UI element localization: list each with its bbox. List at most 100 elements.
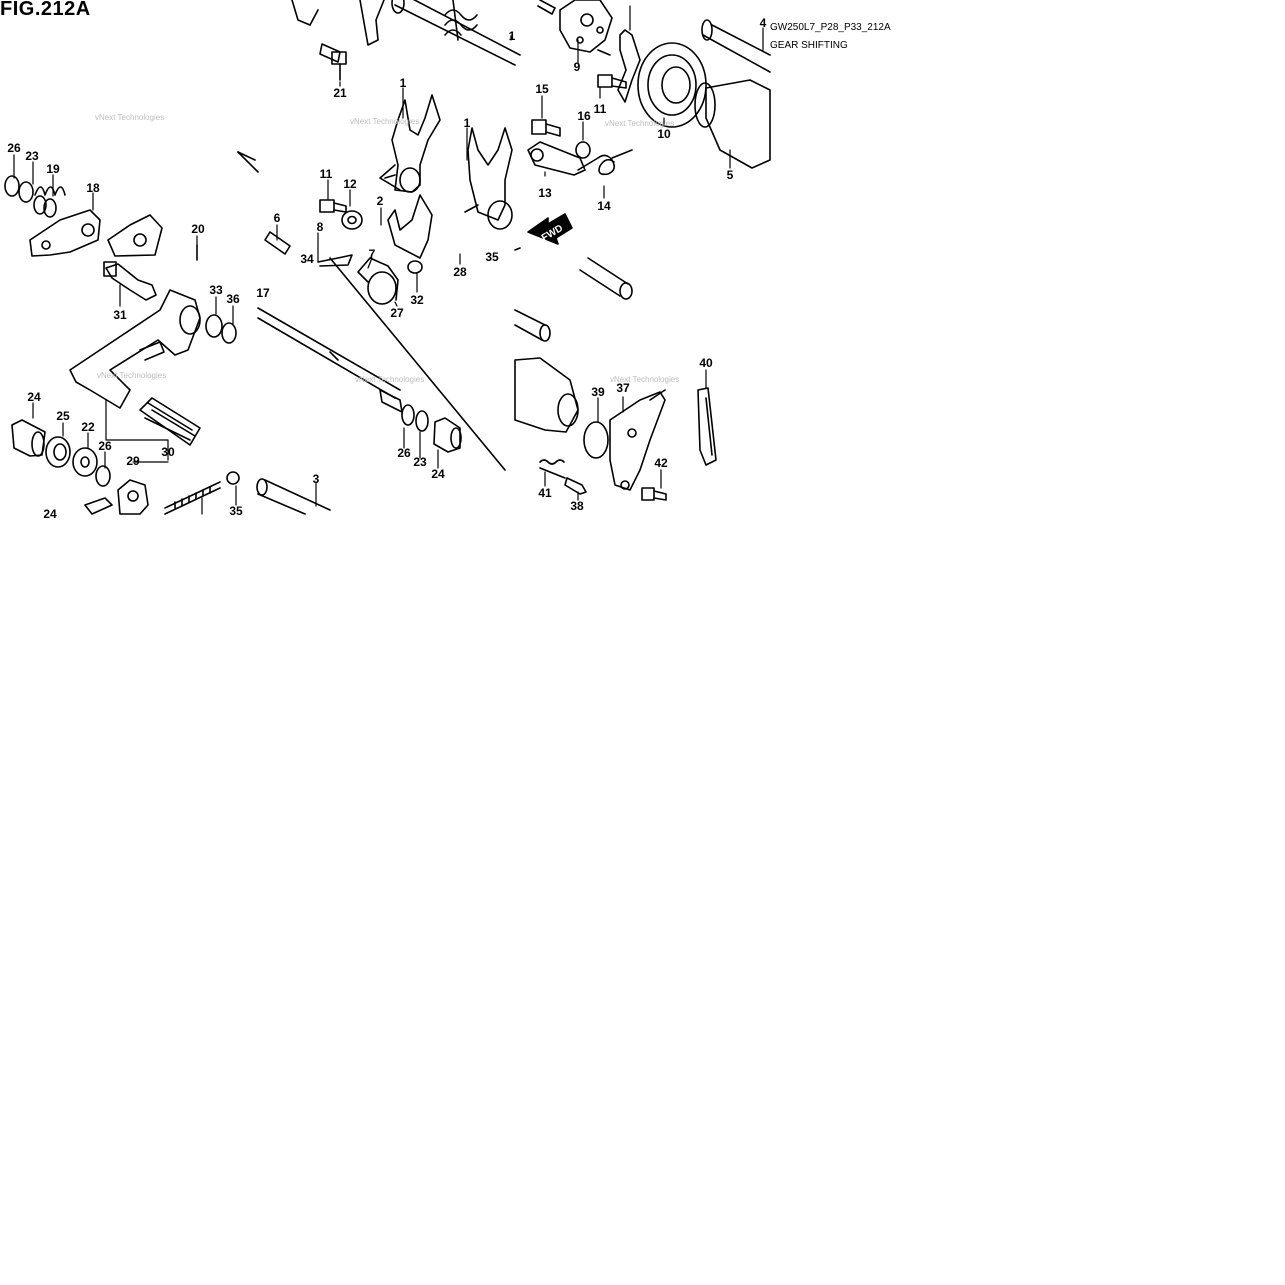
bolt-42[interactable] <box>641 487 667 501</box>
callout-28: 28 <box>453 265 467 279</box>
callout-29: 29 <box>126 454 140 468</box>
pin-38[interactable] <box>564 477 587 495</box>
nut-32[interactable] <box>407 260 423 274</box>
gearshift-cam-5[interactable] <box>694 79 771 169</box>
callout-5: 5 <box>727 168 734 182</box>
svg-text:vNext Technologies: vNext Technologies <box>605 119 674 128</box>
washer-12[interactable] <box>341 210 363 230</box>
nut-35-bottom[interactable] <box>226 471 240 485</box>
washer-16[interactable] <box>575 141 591 159</box>
svg-text:vNext Technologies: vNext Technologies <box>355 375 424 384</box>
bushing-24-left[interactable] <box>11 419 46 457</box>
reference-code: GW250L7_P28_P33_212A <box>770 22 891 33</box>
seal-25[interactable] <box>45 436 71 468</box>
washer-33[interactable] <box>205 314 223 338</box>
callout-21: 21 <box>333 86 347 100</box>
shift-shaft-top[interactable] <box>391 0 521 66</box>
pin-21[interactable] <box>319 43 347 81</box>
circlip-26-right[interactable] <box>401 404 415 426</box>
callout-26: 26 <box>397 446 411 460</box>
callout-40: 40 <box>699 356 713 370</box>
callout-34: 34 <box>300 252 314 266</box>
callout-18: 18 <box>86 181 100 195</box>
callout-26: 26 <box>98 439 112 453</box>
stopper-plate-9[interactable] <box>559 0 613 56</box>
circlip-26-left[interactable] <box>95 465 111 487</box>
bolt-11-center[interactable] <box>319 199 347 213</box>
fork-top-left-part[interactable] <box>291 0 385 46</box>
gearshift-shaft-17[interactable] <box>257 307 403 413</box>
bearing-10[interactable] <box>637 42 707 128</box>
shaft-4[interactable] <box>701 19 771 73</box>
bolt-11-right[interactable] <box>597 74 627 89</box>
lever-13[interactable] <box>527 141 586 176</box>
spring-41[interactable] <box>539 459 566 479</box>
washer-23-right[interactable] <box>415 410 429 432</box>
watermarks: vNext Technologies vNext Technologies vN… <box>95 113 679 384</box>
bushing-24-right[interactable] <box>433 417 462 453</box>
callout-16: 16 <box>577 109 591 123</box>
shift-fork-1-center[interactable] <box>379 94 441 193</box>
bracket-18[interactable] <box>29 209 101 257</box>
gear-position-switch-body[interactable] <box>514 357 579 433</box>
callout-12: 12 <box>343 177 357 191</box>
shift-fork-2[interactable] <box>387 194 433 259</box>
spring-14[interactable] <box>577 149 633 176</box>
callout-11: 11 <box>594 102 607 116</box>
tube-right[interactable] <box>579 257 633 300</box>
callout-30: 30 <box>161 445 175 459</box>
wire-clamp-40[interactable] <box>697 387 717 466</box>
tie-rod[interactable] <box>164 481 221 515</box>
washer-23-top[interactable] <box>18 181 34 203</box>
svg-text:vNext Technologies: vNext Technologies <box>95 113 164 122</box>
shift-arm-plate[interactable] <box>107 214 163 257</box>
circlip-36[interactable] <box>221 322 237 344</box>
callout-22: 22 <box>81 420 95 434</box>
callout-23: 23 <box>25 149 39 163</box>
callout-35: 35 <box>229 504 243 518</box>
callout-7: 7 <box>369 247 376 261</box>
callout-39: 39 <box>591 385 605 399</box>
callout-3: 3 <box>313 472 320 486</box>
bolt-top[interactable] <box>537 0 556 15</box>
oring-39[interactable] <box>583 421 609 459</box>
callout-numbers: 1 1 1 2 3 4 5 6 7 8 9 10 11 11 12 13 14 … <box>7 16 766 521</box>
callout-13: 13 <box>538 186 552 200</box>
bolt-31[interactable] <box>103 261 157 301</box>
callout-17: 17 <box>256 286 270 300</box>
callout-15: 15 <box>535 82 549 96</box>
callout-33: 33 <box>209 283 223 297</box>
callout-35: 35 <box>485 250 499 264</box>
gearshift-lever-29[interactable] <box>69 289 201 409</box>
callout-20: 20 <box>191 222 205 236</box>
tube-short[interactable] <box>514 247 521 251</box>
callout-9: 9 <box>574 60 581 74</box>
joint-bottom[interactable] <box>117 479 149 515</box>
svg-text:vNext Technologies: vNext Technologies <box>97 371 166 380</box>
washer-22[interactable] <box>72 447 98 477</box>
callout-26: 26 <box>7 141 21 155</box>
callout-leader-lines <box>13 5 764 515</box>
rubber-30[interactable] <box>139 397 201 446</box>
figure-title: FIG.212A <box>0 0 91 20</box>
switch-37[interactable] <box>609 389 666 491</box>
bolt-15[interactable] <box>531 119 561 137</box>
callout-27: 27 <box>390 306 404 320</box>
callout-31: 31 <box>113 308 127 322</box>
callout-1: 1 <box>509 29 516 43</box>
lever-bracket[interactable] <box>617 29 641 103</box>
circlip-26-top[interactable] <box>4 175 20 197</box>
shift-fork-1-right[interactable] <box>464 127 513 230</box>
tube-center-right[interactable] <box>514 309 551 342</box>
callout-25: 25 <box>56 409 70 423</box>
svg-text:vNext Technologies: vNext Technologies <box>610 375 679 384</box>
ball-joint-27[interactable] <box>357 257 399 305</box>
bolt-24-bottom[interactable] <box>84 497 113 515</box>
pin-6[interactable] <box>264 231 291 255</box>
shaft-3[interactable] <box>256 478 331 515</box>
callout-10: 10 <box>657 127 671 141</box>
spring-19[interactable] <box>33 186 66 218</box>
svg-text:vNext Technologies: vNext Technologies <box>350 117 419 126</box>
fwd-arrow-icon <box>527 213 573 245</box>
